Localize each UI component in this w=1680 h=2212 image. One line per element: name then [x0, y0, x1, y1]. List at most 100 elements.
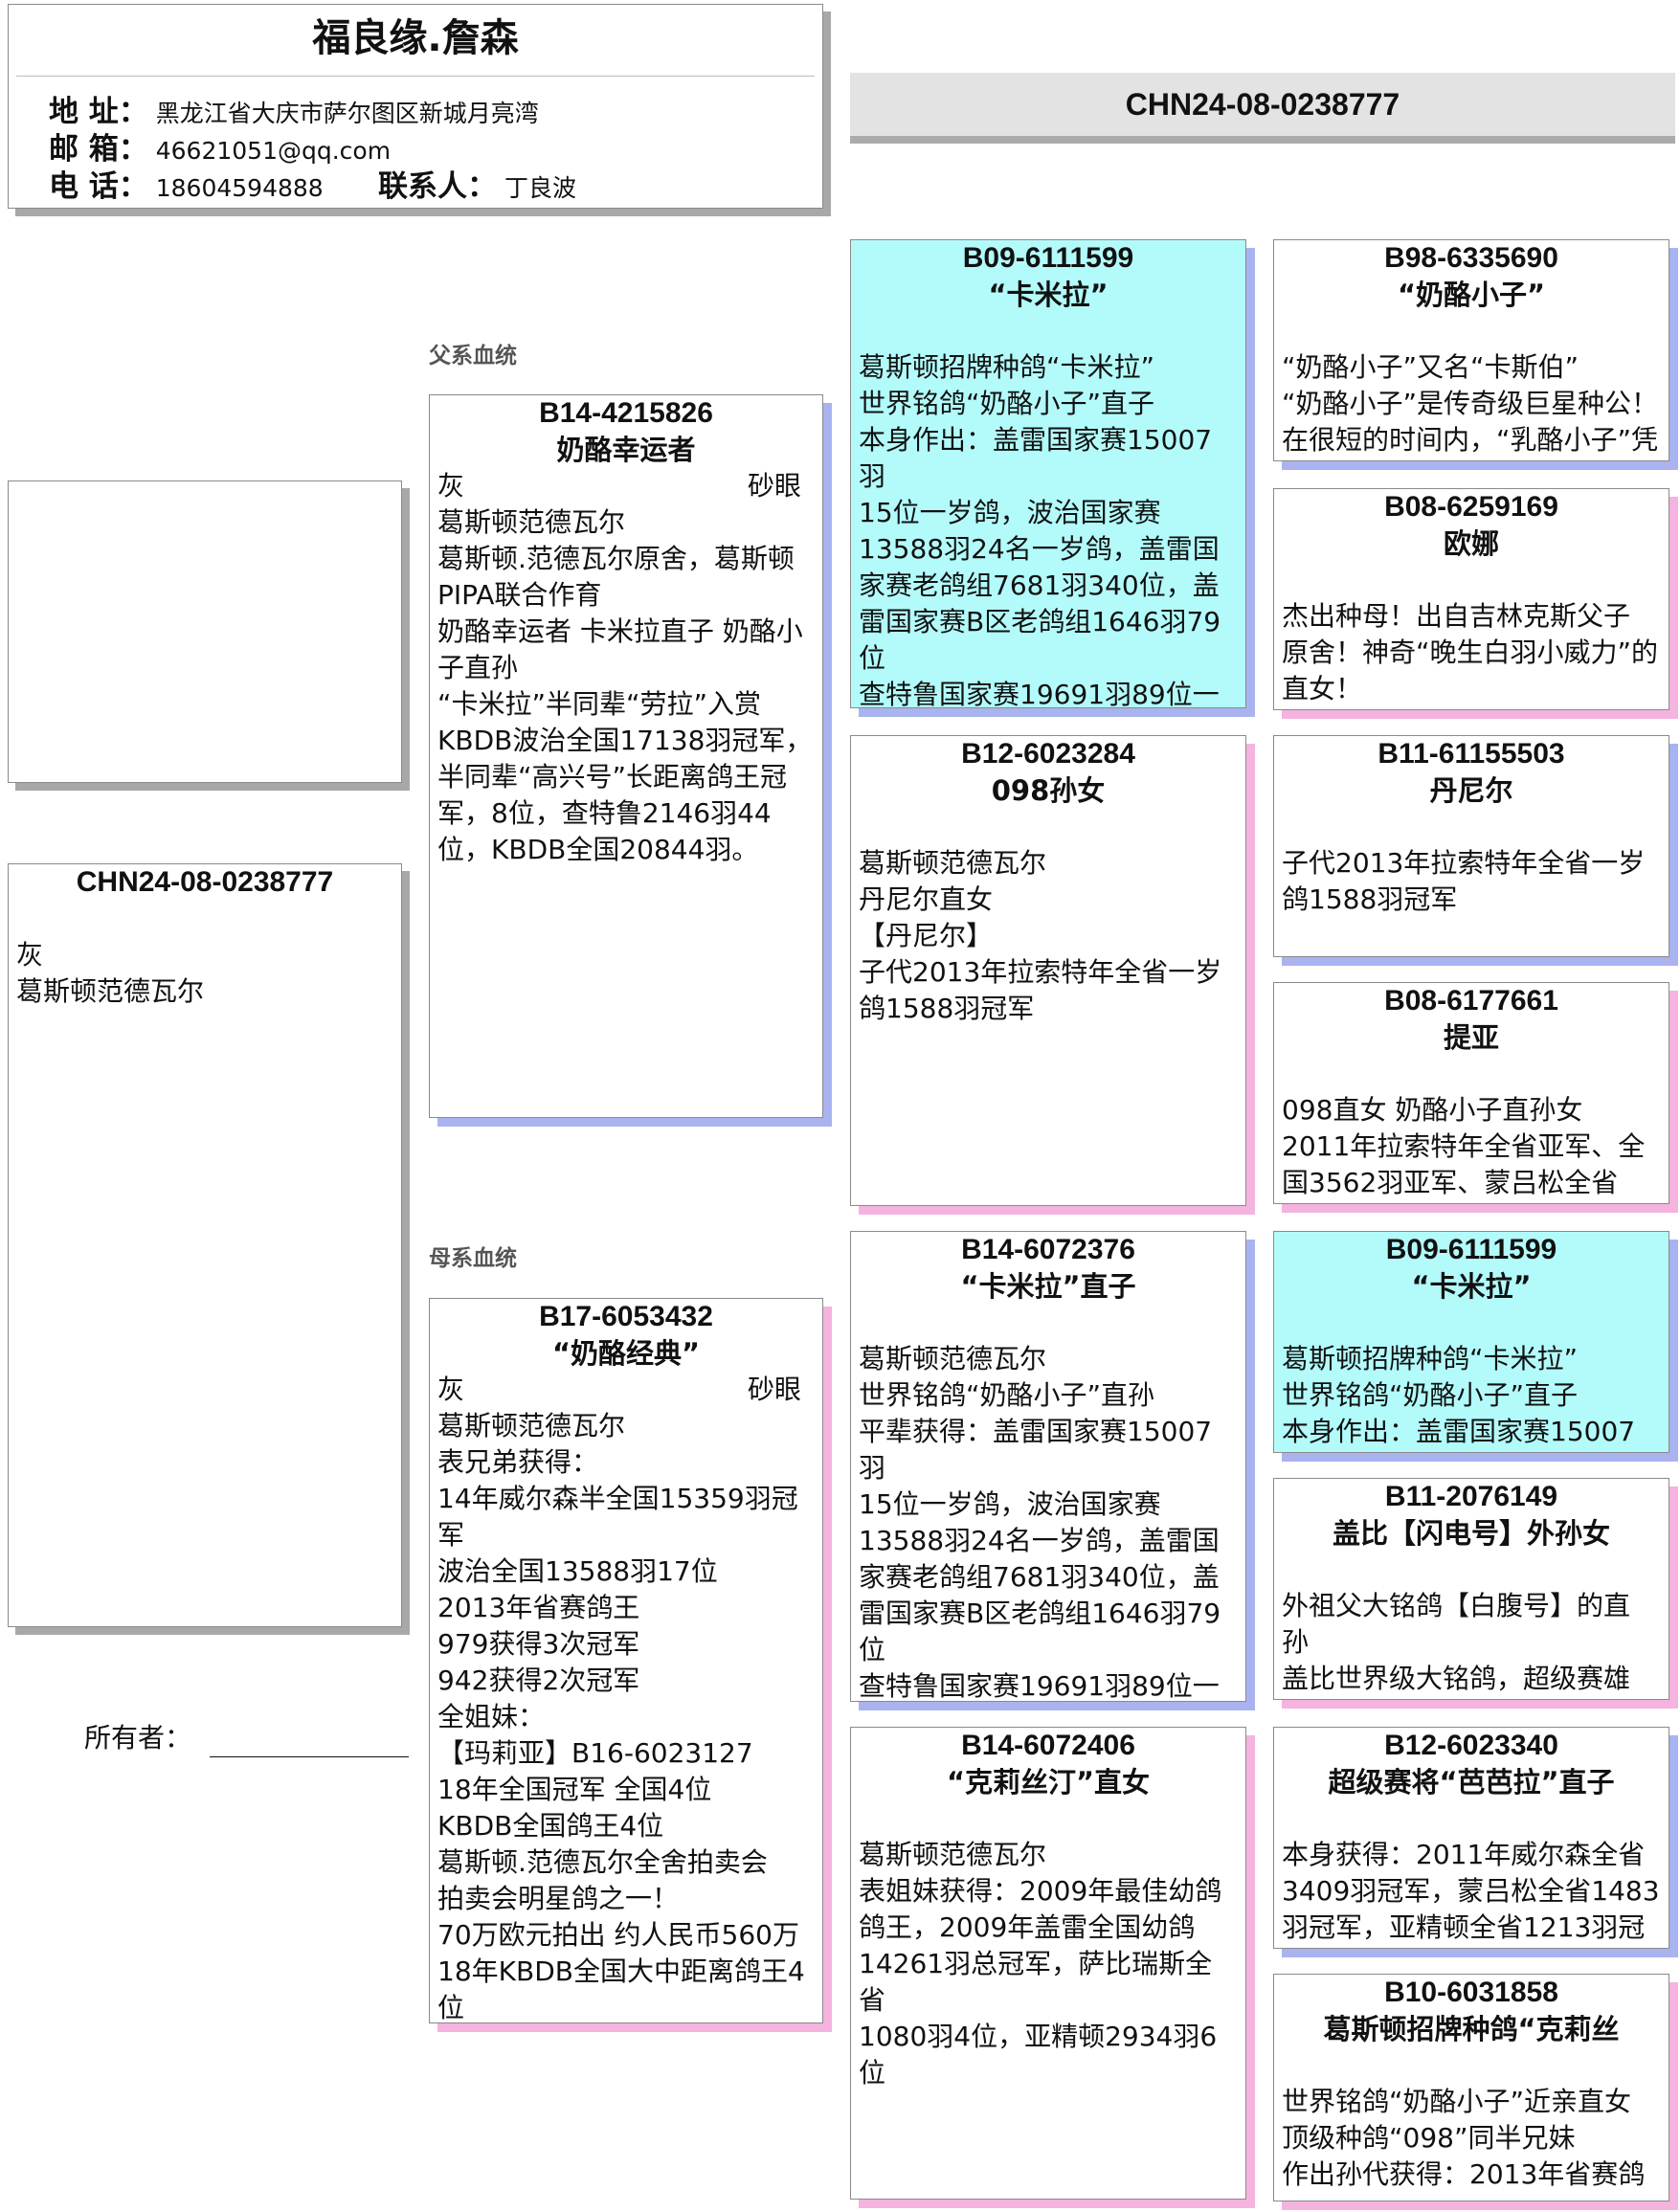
note-line: 家赛老鸽组7681羽340位，盖	[859, 570, 1220, 601]
note-line: 15位一岁鸽，波治国家赛	[859, 1488, 1161, 1520]
note-line: 葛斯顿范德瓦尔	[859, 1839, 1047, 1870]
note-line: 2013年省赛鸽王	[437, 1592, 640, 1623]
note-line: 本身作出：盖雷国家赛15007羽	[1282, 1416, 1636, 1447]
note-line: PIPA联合作育	[437, 579, 602, 611]
dam-sire-ring: B14-6072376	[961, 1234, 1135, 1265]
sire-section-label: 父系血统	[429, 344, 517, 369]
sds-ring: B11-61155503	[1378, 738, 1565, 770]
email-row: 邮 箱： 46621051@qq.com	[49, 132, 391, 168]
note-line: 15位一岁鸽，波治国家赛	[859, 497, 1161, 528]
dds-ring: B12-6023340	[1384, 1730, 1558, 1761]
note-line: 葛斯顿招牌种鸽“卡米拉”	[1282, 1343, 1579, 1374]
note-line: 世界铭鸽“奶酪小子”直子	[1282, 1379, 1579, 1411]
phone-row: 电 话： 18604594888	[49, 169, 324, 206]
note-line: 表姐妹获得：2009年最佳幼鸽	[859, 1875, 1222, 1907]
note-line: 查特鲁国家赛19691羽89位一	[859, 679, 1220, 708]
note-line: 羽冠军，亚精顿全省1213羽冠	[1282, 1911, 1646, 1943]
subject-ring: CHN24-08-0238777	[76, 866, 334, 898]
top-ring-text: CHN24-08-0238777	[1125, 87, 1400, 122]
note-line: 子代2013年拉索特年全省一岁	[1282, 847, 1646, 879]
note-line: 18年KBDB全国大中距离鸽王4	[437, 1955, 805, 1987]
sire-sire-name: “卡米拉”	[988, 279, 1109, 311]
dss-ring: B09-6111599	[1385, 1234, 1557, 1265]
owner-label: 所有者：	[84, 1722, 192, 1754]
contact-label: 联系人：	[378, 169, 497, 204]
note-line: 葛斯顿.范德瓦尔全舍拍卖会	[437, 1846, 768, 1878]
note-line: 世界铭鸽“奶酪小子”直孙	[859, 1379, 1155, 1411]
note-line: 3409羽冠军，蒙吕松全省1483	[1282, 1875, 1660, 1907]
note-line: 14年威尔森半全国15359羽冠	[437, 1483, 798, 1514]
note-line: 拍卖会明星鸽之一！	[437, 1883, 680, 1914]
note-line: 直女！	[1282, 673, 1363, 704]
note-line: “奶酪小子”是传奇级巨星种公！	[1282, 388, 1659, 419]
sire-traits: 灰 砂眼	[430, 468, 822, 504]
note-line: 子代2013年拉索特年全省一岁	[859, 956, 1222, 988]
phone-label: 电 话：	[49, 169, 148, 204]
address-value: 黑龙江省大庆市萨尔图区新城月亮湾	[155, 100, 539, 127]
contact-value: 丁良波	[504, 174, 576, 202]
ddd-card: B10-6031858 葛斯顿招牌种鸽“克莉丝 世界铭鸽“奶酪小子”近亲直女顶级…	[1273, 1974, 1669, 2201]
note-line: 13588羽24名一岁鸽，盖雷国	[859, 1525, 1220, 1556]
dam-dam-ring: B14-6072406	[961, 1730, 1135, 1761]
note-line: 顶级种鸽“098”同半兄妹	[1282, 2122, 1576, 2154]
note-line: 盖比世界级大铭鸽，超级赛雄	[1282, 1663, 1631, 1694]
note-line: 979获得3次冠军	[437, 1628, 640, 1660]
ssd-ring: B08-6259169	[1384, 491, 1558, 523]
dam-card: B17-6053432 “奶酪经典” 灰 砂眼 葛斯顿范德瓦尔表兄弟获得：14年…	[429, 1298, 823, 2023]
sire-color: 灰	[437, 470, 465, 502]
sire-sire-notes: 葛斯顿招牌种鸽“卡米拉” 世界铭鸽“奶酪小子”直子本身作出：盖雷国家赛15007羽…	[851, 349, 1245, 708]
note-line: 半同辈“高兴号”长距离鸽王冠	[437, 761, 788, 793]
note-line: KBDB波治全国17138羽冠军，	[437, 725, 813, 756]
note-line: 鸽王，2009年盖雷全国幼鸽	[859, 1911, 1196, 1943]
dam-eye: 砂眼	[747, 1374, 801, 1405]
sire-dam-name: 098孙女	[991, 774, 1106, 807]
note-line: 942获得2次冠军	[437, 1665, 640, 1696]
sire-dam-ring: B12-6023284	[961, 738, 1135, 770]
dam-ring: B17-6053432	[539, 1301, 713, 1332]
dam-dam-card: B14-6072406 “克莉丝汀”直女 葛斯顿范德瓦尔表姐妹获得：2009年最…	[850, 1727, 1246, 2200]
sire-sire-card: B09-6111599 “卡米拉” 葛斯顿招牌种鸽“卡米拉”世界铭鸽“奶酪小子”…	[850, 239, 1246, 708]
note-line: 外祖父大铭鸽【白腹号】的直	[1282, 1590, 1631, 1621]
dam-sire-name: “卡米拉”直子	[960, 1270, 1136, 1303]
note-line: 波治全国13588羽17位	[437, 1555, 718, 1587]
note-line: 查特鲁国家赛19691羽89位一	[859, 1670, 1220, 1702]
note-line: 098直女 奶酪小子直孙女	[1282, 1094, 1583, 1126]
email-label: 邮 箱：	[49, 132, 148, 167]
note-line: 作出孙代获得：2013年省赛鸽	[1282, 2158, 1646, 2190]
dsd-ring: B11-2076149	[1384, 1481, 1558, 1512]
dsd-card: B11-2076149 盖比【闪电号】外孙女 外祖父大铭鸽【白腹号】的直孙盖比世…	[1273, 1478, 1669, 1700]
note-line: 表兄弟获得：	[437, 1446, 599, 1478]
dam-section-label: 母系血统	[429, 1246, 517, 1271]
note-line: 葛斯顿招牌种鸽“卡米拉”	[859, 351, 1155, 383]
note-line: 位	[859, 1634, 886, 1665]
sire-card: B14-4215826 奶酪幸运者 灰 砂眼 葛斯顿范德瓦尔葛斯顿.范德瓦尔原舍…	[429, 394, 823, 1118]
subject-card: CHN24-08-0238777 灰 葛斯顿范德瓦尔	[8, 863, 402, 1627]
sdd-ring: B08-6177661	[1384, 985, 1558, 1017]
note-line: 位	[437, 1992, 465, 2023]
note-line: 军	[437, 1519, 465, 1551]
ddd-ring: B10-6031858	[1384, 1977, 1558, 2008]
note-line: 70万欧元拍出 约人民币560万	[437, 1919, 799, 1951]
dam-traits: 灰 砂眼	[430, 1372, 822, 1408]
note-line: 雷国家赛B区老鸽组1646羽79	[859, 606, 1221, 637]
sire-name: 奶酪幸运者	[556, 434, 696, 466]
note-line: 孙	[1282, 1626, 1310, 1658]
ddd-name: 葛斯顿招牌种鸽“克莉丝	[1323, 2013, 1620, 2045]
note-line: 本身作出：盖雷国家赛15007羽	[859, 424, 1213, 492]
dam-color: 灰	[437, 1374, 465, 1405]
sdd-notes: 098直女 奶酪小子直孙女 2011年拉索特年全省亚军、全国3562羽亚军、蒙吕松…	[1274, 1092, 1669, 1201]
note-line: 2011年拉索特年全省亚军、全	[1282, 1130, 1646, 1162]
note-line: 丹尼尔直女	[859, 883, 994, 915]
note-line: 军，8位，查特鲁2146羽44	[437, 797, 772, 829]
owner-field: 所有者：	[84, 1719, 409, 1757]
dam-sire-card: B14-6072376 “卡米拉”直子 葛斯顿范德瓦尔世界铭鸽“奶酪小子”直孙平…	[850, 1231, 1246, 1702]
note-line: 世界铭鸽“奶酪小子”直子	[859, 388, 1155, 419]
ssd-card: B08-6259169 欧娜 杰出种母！出自吉林克斯父子原舍！神奇“晚生白羽小威…	[1273, 488, 1669, 710]
note-line: 原舍！神奇“晚生白羽小威力”的	[1282, 637, 1659, 668]
sire-ring: B14-4215826	[539, 397, 713, 429]
note-line: 国3562羽亚军、蒙吕松全省	[1282, 1167, 1619, 1198]
note-line: 葛斯顿范德瓦尔	[437, 1410, 626, 1441]
